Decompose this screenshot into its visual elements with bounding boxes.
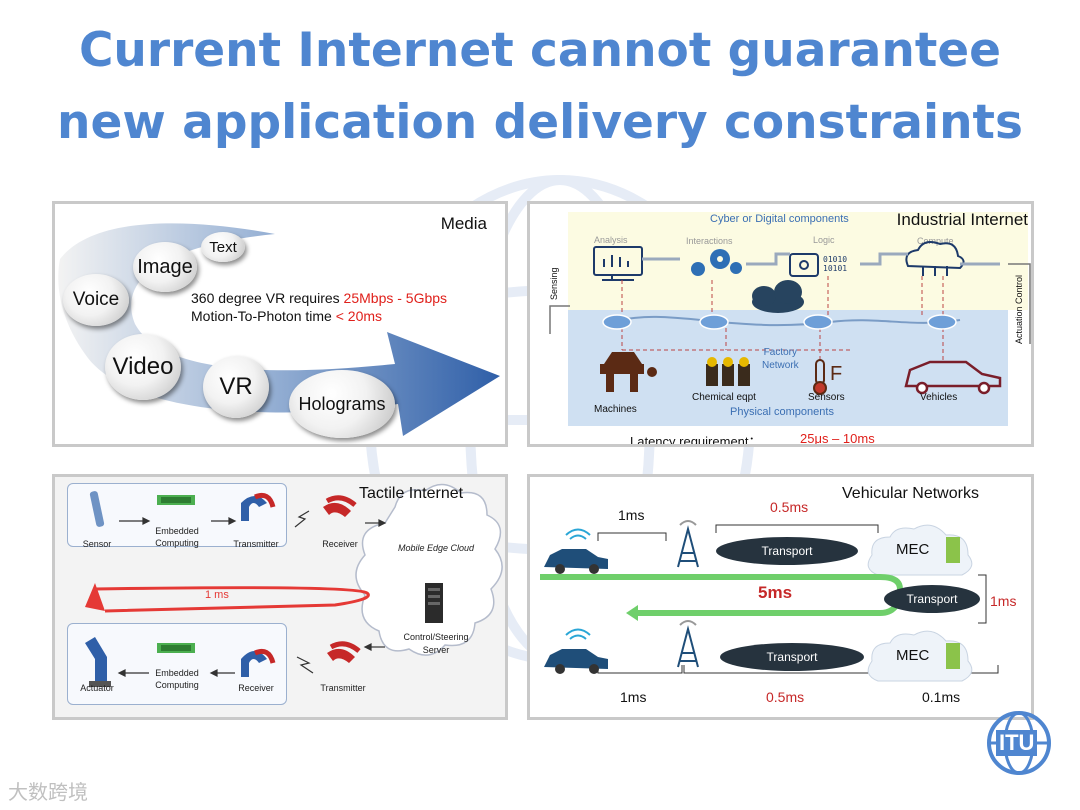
analysis-icon <box>593 246 643 281</box>
thermometer-icon: F <box>813 359 842 395</box>
actuation-control-label: Actuation Control <box>1014 274 1024 344</box>
network-cloud-icon <box>752 280 804 313</box>
sensors-label: Sensors <box>808 392 845 403</box>
chemical-label: Chemical eqpt <box>692 392 756 403</box>
analysis-label: Analysis <box>594 235 628 245</box>
chemical-equipment-icon <box>706 357 750 386</box>
receiver-icon <box>323 495 357 517</box>
car-icon-bottom <box>544 628 608 674</box>
latency-requirement-label: Latency requirement： <box>630 434 762 447</box>
bubble-voice: Voice <box>63 274 129 326</box>
transport-middle: Transport <box>884 585 980 613</box>
cell-tower-icon-top <box>677 520 699 568</box>
transmitter-icon <box>241 492 276 521</box>
bubble-holograms: Holograms <box>289 370 395 438</box>
industrial-diagram: 01010 10101 <box>549 241 1031 395</box>
motion-to-photon: Motion-To-Photon time < 20ms <box>191 308 383 324</box>
receiver-label-2: Receiver <box>238 683 274 693</box>
logic-icon: 01010 10101 <box>789 253 847 277</box>
mec-server-icon-bottom <box>946 643 960 669</box>
car-icon-top <box>544 528 608 574</box>
industrial-panel: Industrial Internet Cyber or Digital com… <box>527 201 1034 447</box>
mec-top-label: MEC <box>896 541 930 558</box>
transport-bottom: Transport <box>720 643 864 671</box>
mec-cloud-top <box>867 524 973 576</box>
industrial-label: Industrial Internet <box>896 210 1028 229</box>
cyber-label: Cyber or Digital components <box>710 213 849 225</box>
embedded-computing-icon-2 <box>157 643 195 653</box>
total-5ms: 5ms <box>758 583 793 602</box>
bubble-text: Text <box>201 232 245 262</box>
slide-title-line-1: Current Internet cannot guarantee <box>78 23 1002 78</box>
tactile-label: Tactile Internet <box>359 485 464 502</box>
embedded-computing-label: Embedded Computing <box>155 526 199 548</box>
itu-logo: ITU <box>984 708 1054 778</box>
embedded-computing-label-2: Embedded Computing <box>155 668 199 690</box>
embedded-computing-icon <box>157 495 195 505</box>
tactile-top-chain <box>67 483 287 547</box>
actuator-label: Actuator <box>80 683 114 693</box>
media-label: Media <box>440 214 487 233</box>
vehicular-diagram <box>540 520 999 682</box>
logic-label: Logic <box>813 235 835 245</box>
factory-network-label: Factory Network <box>762 347 799 371</box>
mobile-edge-cloud-label: Mobile Edge Cloud <box>397 543 475 553</box>
bubble-image: Image <box>133 242 197 292</box>
machines-label: Machines <box>594 404 637 415</box>
bottom-1ms: 1ms <box>620 689 647 705</box>
bottom-05ms: 0.5ms <box>766 689 805 705</box>
footer-watermark: 大数跨境 <box>8 780 88 804</box>
actuator-icon <box>85 637 111 687</box>
sensor-label: Sensor <box>82 539 112 549</box>
bubble-video: Video <box>105 334 181 400</box>
mec-bottom-label: MEC <box>896 647 930 664</box>
machine-icon <box>600 352 657 392</box>
gears-icon <box>691 249 742 276</box>
cell-tower-icon-bottom <box>677 620 699 668</box>
slide-title-line-2: new application delivery constraints <box>56 95 1023 150</box>
vehicles-label: Vehicles <box>920 392 958 403</box>
top-1ms: 1ms <box>618 507 645 523</box>
compute-label: Compute <box>917 236 954 246</box>
mec-server-icon-top <box>946 537 960 563</box>
physical-label: Physical components <box>730 406 834 418</box>
tactile-panel: Tactile Internet Sensor Embedded Computi… <box>52 474 508 720</box>
top-05ms: 0.5ms <box>770 499 809 515</box>
itu-logo-text: ITU <box>996 730 1038 756</box>
vehicle-icon <box>904 360 1002 395</box>
media-panel: Media Text Image Voice Video VR Hologram… <box>52 201 508 447</box>
vr-requirement: 360 degree VR requires 25Mbps - 5Gbps <box>191 290 448 306</box>
transmitter-icon-2 <box>327 641 361 663</box>
router-icons <box>602 314 957 330</box>
svg-text:F: F <box>830 363 842 385</box>
media-arrow <box>58 223 500 436</box>
mobile-edge-cloud-shape <box>355 483 503 656</box>
latency-requirement-value: 25μs – 10ms <box>800 431 875 446</box>
sensing-label: Sensing <box>549 267 559 300</box>
tactile-diagram <box>85 483 503 687</box>
receiver-icon-2 <box>241 648 276 677</box>
tactile-latency-label: 1 ms <box>205 589 229 601</box>
sensor-icon <box>89 491 105 527</box>
bottom-01ms: 0.1ms <box>922 689 961 705</box>
receiver-label: Receiver <box>322 539 358 549</box>
vehicular-panel: Vehicular Networks 1ms 0.5ms Transport M… <box>527 474 1034 720</box>
transmitter-label: Transmitter <box>233 539 279 549</box>
svg-text:01010: 01010 <box>823 255 847 264</box>
svg-text:10101: 10101 <box>823 264 847 273</box>
server-icon <box>425 583 443 623</box>
green-latency-loop <box>540 574 904 616</box>
vehicular-label: Vehicular Networks <box>842 485 979 502</box>
transmitter-label-2: Transmitter <box>320 683 366 693</box>
right-1ms: 1ms <box>990 593 1017 609</box>
control-server-label: Control/Steering Server <box>403 632 469 655</box>
interactions-label: Interactions <box>686 236 733 246</box>
transport-top: Transport <box>716 537 858 565</box>
mec-cloud-bottom <box>867 630 973 682</box>
compute-cloud-icon <box>905 241 965 276</box>
latency-loop-arrow <box>94 586 370 613</box>
bubble-vr: VR <box>203 356 269 418</box>
